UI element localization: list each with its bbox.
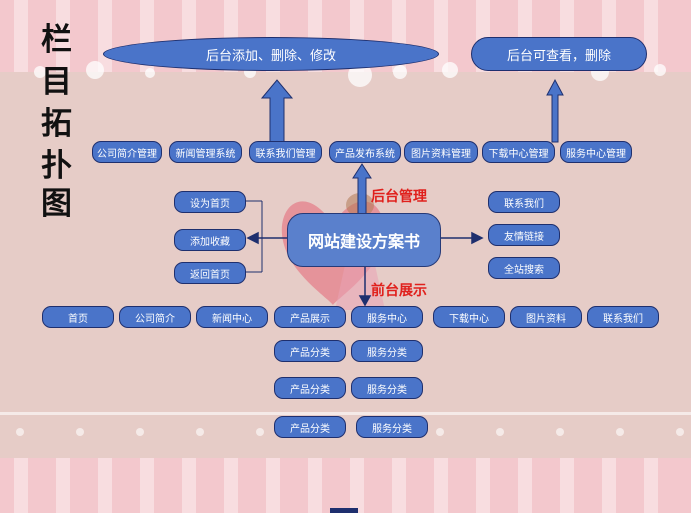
product-category-3: 产品分类 <box>274 416 346 438</box>
tool-add-favorite: 添加收藏 <box>174 229 246 251</box>
admin-edit-node: 后台添加、删除、修改 <box>103 37 439 71</box>
arrow-up-left <box>260 79 294 143</box>
tool-friend-links: 友情链接 <box>488 224 560 246</box>
title-char-2: 目 <box>41 64 72 100</box>
arrow-center-to-left <box>246 231 287 245</box>
admin-service: 服务中心管理 <box>560 141 632 163</box>
frontend-label: 前台展示 <box>371 283 427 299</box>
front-image-library: 图片资料 <box>510 306 582 328</box>
admin-contact: 联系我们管理 <box>249 141 322 163</box>
front-home: 首页 <box>42 306 114 328</box>
admin-images: 图片资料管理 <box>404 141 478 163</box>
service-category-3: 服务分类 <box>356 416 428 438</box>
tool-contact-us: 联系我们 <box>488 191 560 213</box>
bottom-stripes <box>0 458 691 513</box>
arrow-center-to-admin <box>352 163 372 217</box>
tool-site-search: 全站搜索 <box>488 257 560 279</box>
front-news-center: 新闻中心 <box>196 306 268 328</box>
front-service-center: 服务中心 <box>351 306 423 328</box>
product-category-2: 产品分类 <box>274 377 346 399</box>
tool-back-home: 返回首页 <box>174 262 246 284</box>
lace-bottom <box>0 412 691 436</box>
admin-downloads: 下载中心管理 <box>482 141 555 163</box>
front-product-show: 产品展示 <box>274 306 346 328</box>
admin-product: 产品发布系统 <box>329 141 401 163</box>
front-download-center: 下载中心 <box>433 306 505 328</box>
service-category-2: 服务分类 <box>351 377 423 399</box>
title-char-3: 拓 <box>41 106 72 142</box>
title-char-1: 栏 <box>41 22 72 58</box>
arrow-center-to-front <box>358 265 372 307</box>
admin-company-intro: 公司简介管理 <box>92 141 162 163</box>
admin-view-node: 后台可查看，删除 <box>471 37 647 71</box>
title-char-5: 图 <box>41 186 72 222</box>
service-category-1: 服务分类 <box>351 340 423 362</box>
center-node: 网站建设方案书 <box>287 213 441 267</box>
title-char-4: 扑 <box>41 148 72 184</box>
tool-set-homepage: 设为首页 <box>174 191 246 213</box>
front-contact-us: 联系我们 <box>587 306 659 328</box>
left-tools-connector <box>246 200 263 273</box>
backend-label: 后台管理 <box>371 189 427 205</box>
arrow-up-right <box>546 78 564 143</box>
arrow-center-to-right <box>441 231 484 245</box>
front-company-intro: 公司简介 <box>119 306 191 328</box>
admin-news: 新闻管理系统 <box>169 141 242 163</box>
product-category-1: 产品分类 <box>274 340 346 362</box>
